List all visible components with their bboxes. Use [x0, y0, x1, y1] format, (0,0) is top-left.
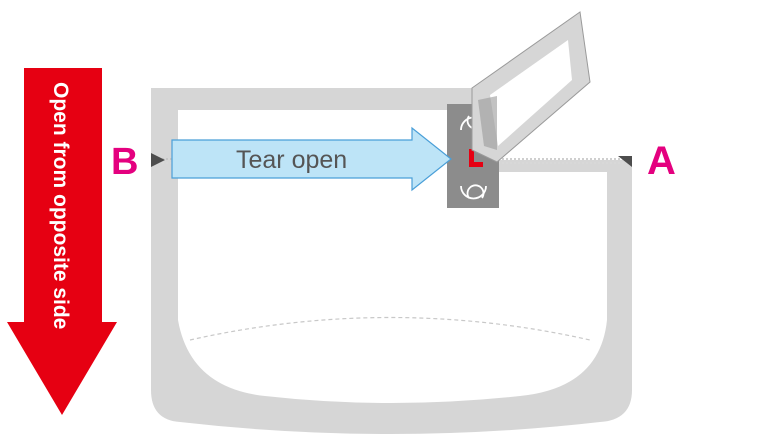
torn-flap	[471, 11, 591, 163]
triangle-notch-icon-right	[618, 156, 632, 167]
open-from-opposite-side-arrow: Open from opposite side	[7, 68, 117, 415]
pouch-interior	[178, 110, 607, 403]
red-notch-mark	[469, 149, 474, 167]
lower-zipper-mark	[460, 185, 487, 200]
open-from-opposite-side-label: Open from opposite side	[49, 82, 72, 329]
triangle-notch-icon-left	[151, 153, 165, 167]
label-point-b: B	[111, 141, 138, 183]
label-point-a: A	[647, 139, 676, 183]
tear-open-label: Tear open	[236, 146, 347, 174]
tear-open-arrow: Tear open	[171, 126, 452, 192]
